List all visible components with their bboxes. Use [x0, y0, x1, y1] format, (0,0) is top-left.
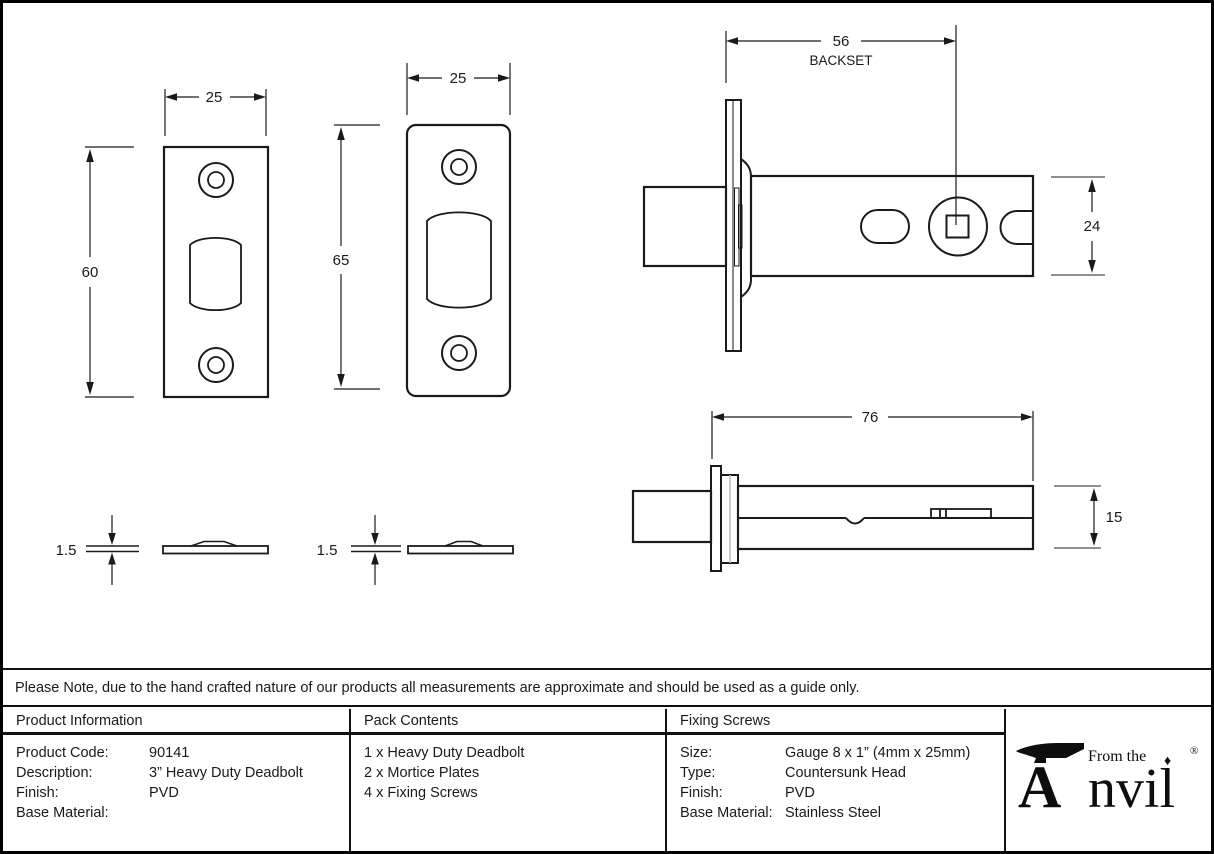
case-length-dimension: 76: [711, 409, 1034, 481]
finish-label: Finish:: [16, 785, 59, 801]
product-information-header: Product Information: [3, 709, 349, 735]
pack-contents-column: Pack Contents 1 x Heavy Duty Deadbolt 2 …: [349, 709, 665, 851]
radius-mortice-plate-drawing: [405, 123, 512, 398]
screw-type-label: Type:: [680, 765, 716, 781]
square-plate-height-dimension: 60: [82, 146, 134, 398]
list-item: 1 x Heavy Duty Deadbolt: [364, 745, 525, 761]
base-material-label: Base Material:: [16, 805, 109, 821]
dim-case-depth: 15: [1106, 509, 1123, 526]
description-value: 3” Heavy Duty Deadbolt: [149, 765, 303, 781]
brand-logo-cell: A From the ♦ nvil ®: [1004, 709, 1211, 851]
fixing-screws-header: Fixing Screws: [667, 709, 1004, 735]
screw-finish-value: PVD: [785, 785, 815, 801]
screw-base-material-label: Base Material:: [680, 805, 773, 821]
anvil-logo: A From the ♦ nvil ®: [1014, 741, 1206, 813]
screw-base-material-value: Stainless Steel: [785, 805, 881, 821]
anvil-icon: [1016, 743, 1084, 763]
dim-backset-label: BACKSET: [809, 53, 872, 68]
product-code-label: Product Code:: [16, 745, 109, 761]
radius-plate-width-dimension: 25: [406, 63, 511, 115]
list-item: 4 x Fixing Screws: [364, 785, 478, 801]
screw-size-label: Size:: [680, 745, 713, 761]
dim-case-length: 76: [862, 409, 879, 426]
screw-type-value: Countersunk Head: [785, 765, 906, 781]
deadbolt-side-drawing: [631, 465, 1035, 572]
deadbolt-front-drawing: [642, 99, 1035, 352]
list-item: 2 x Mortice Plates: [364, 765, 480, 781]
plate-profile-square-drawing: 1.5: [56, 515, 269, 585]
backset-dimension: 56 BACKSET: [725, 25, 957, 225]
radius-plate-height-dimension: 65: [333, 124, 380, 390]
table-row: Size: Gauge 8 x 1” (4mm x 25mm): [680, 743, 1004, 763]
dim-thickness-1: 1.5: [56, 542, 77, 559]
square-plate-width-dimension: 25: [164, 89, 267, 136]
table-row: Product Code: 90141: [16, 743, 349, 763]
plate-profile-radius-drawing: 1.5: [317, 515, 514, 585]
finish-value: PVD: [149, 785, 179, 801]
dim-thickness-2: 1.5: [317, 542, 338, 559]
square-mortice-plate-drawing: [162, 145, 270, 399]
technical-drawing-canvas: 25 60 25 6: [3, 25, 1211, 670]
pack-contents-header: Pack Contents: [351, 709, 665, 735]
table-row: Type: Countersunk Head: [680, 763, 1004, 783]
bolt-case-height-dimension: 24: [1051, 176, 1105, 276]
diamond-icon: ♦: [1164, 754, 1171, 769]
product-information-column: Product Information Product Code: 90141 …: [3, 709, 349, 851]
dim-plate2-height: 65: [333, 252, 350, 269]
logo-prefix: From the: [1088, 748, 1146, 765]
screw-size-value: Gauge 8 x 1” (4mm x 25mm): [785, 745, 971, 761]
dim-plate1-height: 60: [82, 264, 99, 281]
logo-brand-rest: nvil: [1088, 758, 1175, 813]
fixing-screws-column: Fixing Screws Size: Gauge 8 x 1” (4mm x …: [665, 709, 1004, 851]
screw-finish-label: Finish:: [680, 785, 723, 801]
dim-case-height: 24: [1084, 218, 1101, 235]
logo-letter-a: A: [1018, 754, 1061, 813]
dim-plate1-width: 25: [206, 89, 223, 106]
table-row: Description: 3” Heavy Duty Deadbolt: [16, 763, 349, 783]
case-depth-dimension: 15: [1054, 485, 1123, 549]
description-label: Description:: [16, 765, 93, 781]
notice-text: Please Note, due to the hand crafted nat…: [15, 679, 860, 696]
dim-backset-value: 56: [833, 33, 850, 50]
dim-plate2-width: 25: [450, 70, 467, 87]
registered-trademark-icon: ®: [1190, 745, 1198, 757]
table-row: Base Material:: [16, 803, 349, 823]
notice-row: Please Note, due to the hand crafted nat…: [3, 670, 1211, 707]
table-row: Finish: PVD: [16, 783, 349, 803]
table-row: Finish: PVD: [680, 783, 1004, 803]
product-code-value: 90141: [149, 745, 190, 761]
info-table: Product Information Product Code: 90141 …: [3, 709, 1211, 851]
table-row: Base Material: Stainless Steel: [680, 803, 1004, 823]
